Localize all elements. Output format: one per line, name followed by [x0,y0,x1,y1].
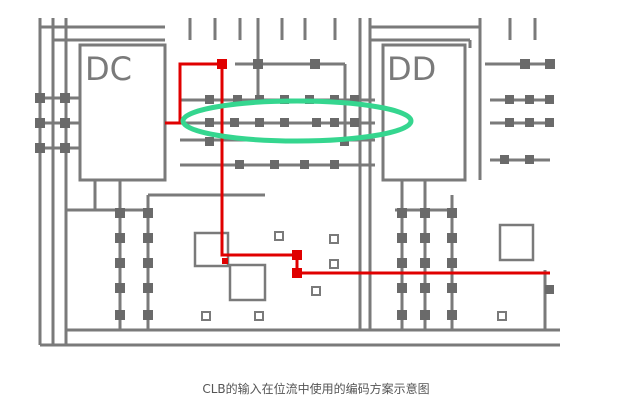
figure-caption: CLB的输入在位流中使用的编码方案示意图 [202,382,430,396]
junction-squares [35,59,555,320]
clb-block-dc: DC [78,43,167,182]
switch-box [228,263,267,302]
switch-boxes [193,223,535,302]
clb-dd-label: DD [387,50,436,88]
clb-block-dd: DD [381,43,467,182]
highlight-ellipse [180,98,414,144]
switch-box [193,231,230,268]
hollow-pads [201,231,507,321]
clb-dc-label: DC [85,50,132,88]
switch-box [498,223,535,262]
clb-dc-box [78,43,167,182]
routed-path-switch-points [217,59,302,278]
